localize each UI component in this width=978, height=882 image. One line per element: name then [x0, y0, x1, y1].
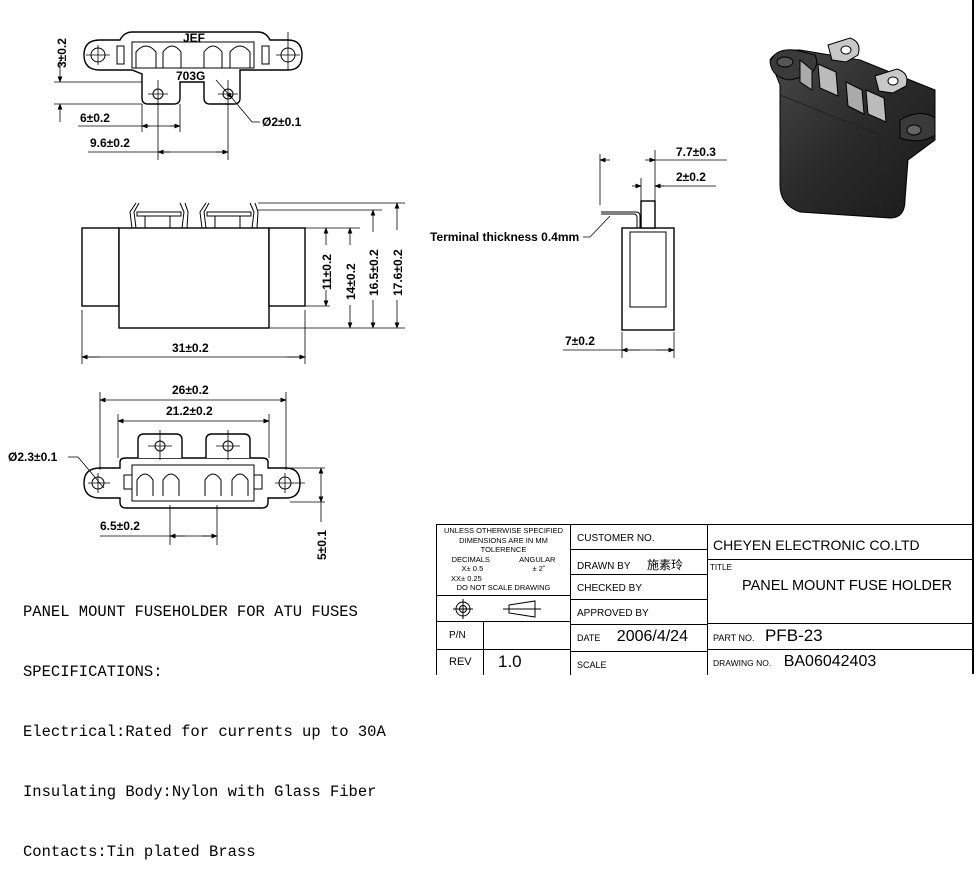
scale-label: SCALE — [571, 652, 708, 675]
side-body — [621, 227, 675, 331]
dim-bottom-21-2: 21.2±0.2 — [166, 404, 213, 418]
tolerance-line3: TOLERENCE — [480, 545, 527, 554]
specifications-text: PANEL MOUNT FUSEHOLDER FOR ATU FUSES SPE… — [23, 562, 386, 882]
date-value: 2006/4/24 — [616, 628, 688, 645]
terminal-thickness-note: Terminal thickness 0.4mm — [430, 230, 579, 244]
bottom-view: 26±0.2 21.2±0.2 Ø2.3±0.1 6.5±0.2 5±0.1 — [8, 383, 329, 560]
x-tolerance: X± 0.5 — [461, 564, 484, 573]
tolerance-line2: DIMENSIONS ARE IN MM — [459, 535, 548, 545]
dim-h11: 11±0.2 — [320, 254, 334, 290]
part-no-label: PART NO. — [713, 633, 755, 643]
spec-line-contacts: Contacts:Tin plated Brass — [23, 843, 256, 861]
dim-top-width: 6±0.2 — [80, 111, 110, 125]
bottom-view-outline — [83, 457, 301, 509]
dim-side-7: 7±0.2 — [565, 334, 595, 348]
dim-h17-6: 17.6±0.2 — [391, 249, 405, 296]
date-label: DATE — [577, 633, 601, 643]
drawn-by-value: 施素玲 — [646, 558, 683, 572]
part-no-row: PART NO. PFB-23 — [708, 624, 973, 650]
decimals-label: DECIMALS — [451, 554, 490, 564]
dim-top-height: 3±0.2 — [55, 38, 69, 68]
spec-line-title: PANEL MOUNT FUSEHOLDER FOR ATU FUSES — [23, 603, 358, 621]
drawing-frame-border — [972, 0, 974, 674]
dim-side-7-7: 7.7±0.3 — [676, 145, 716, 159]
date-row: DATE 2006/4/24 — [571, 625, 708, 652]
drawn-by-label: DRAWN BY — [577, 561, 631, 572]
rev-value: 1.0 — [484, 650, 571, 675]
drawn-by-row: DRAWN BY 施素玲 — [571, 550, 708, 575]
dim-bottom-hole: Ø2.3±0.1 — [8, 450, 58, 464]
isometric-render — [769, 37, 936, 219]
spec-line-heading: SPECIFICATIONS: — [23, 663, 163, 681]
title-block: UNLESS OTHERWISE SPECIFIED DIMENSIONS AR… — [436, 524, 973, 675]
tolerance-line1: UNLESS OTHERWISE SPECIFIED — [443, 526, 564, 535]
angular-tolerance: ± 2˚ — [532, 564, 546, 573]
dim-bottom-6-5: 6.5±0.2 — [100, 519, 140, 533]
drawing-no-row: DRAWING NO. BA06042403 — [708, 650, 973, 675]
xx-tolerance: XX± 0.25 — [451, 573, 482, 583]
top-view: JEF 703G 3±0.2 6±0.2 9.6±0.2 Ø2±0.1 — [54, 31, 303, 160]
pn-value — [484, 622, 571, 650]
customer-no-label: CUSTOMER NO. — [571, 525, 708, 550]
pn-label: P/N — [437, 622, 484, 650]
dim-top-hole: Ø2±0.1 — [262, 115, 302, 129]
side-view: 7.7±0.3 2±0.2 Terminal thickness 0.4mm 7… — [430, 145, 727, 358]
part-no-value: PFB-23 — [764, 626, 823, 645]
approved-by-label: APPROVED BY — [571, 600, 708, 625]
company-name: CHEYEN ELECTRONIC CO.LTD — [708, 525, 973, 560]
front-body — [118, 227, 270, 329]
marking-703g: 703G — [176, 69, 205, 83]
front-view: 11±0.2 14±0.2 16.5±0.2 17.6±0.2 31±0.2 — [81, 202, 405, 364]
spec-line-insulating: Insulating Body:Nylon with Glass Fiber — [23, 783, 377, 801]
no-scale-note: DO NOT SCALE DRAWING — [456, 583, 551, 592]
third-angle-projection-icon — [453, 599, 541, 619]
dim-bottom-26: 26±0.2 — [172, 383, 209, 397]
dim-h14: 14±0.2 — [344, 263, 358, 300]
tolerance-note: UNLESS OTHERWISE SPECIFIED DIMENSIONS AR… — [437, 525, 571, 596]
dim-top-pitch: 9.6±0.2 — [90, 136, 130, 150]
rev-label: REV — [437, 650, 484, 675]
checked-by-label: CHECKED BY — [571, 575, 708, 600]
title-label: TITLE — [710, 563, 732, 572]
drawing-no-value: BA06042403 — [783, 653, 877, 670]
marking-jef: JEF — [183, 31, 205, 45]
dim-length: 31±0.2 — [172, 341, 209, 355]
drawing-no-label: DRAWING NO. — [713, 658, 772, 668]
dim-side-2: 2±0.2 — [676, 170, 706, 184]
engineering-drawing: JEF 703G 3±0.2 6±0.2 9.6±0.2 Ø2±0.1 — [8, 31, 936, 560]
dim-h16-5: 16.5±0.2 — [367, 249, 381, 296]
fuse-slot — [131, 41, 255, 69]
angular-label: ANGULAR — [519, 554, 556, 564]
dim-bottom-5: 5±0.1 — [315, 530, 329, 560]
title-cell: TITLE PANEL MOUNT FUSE HOLDER — [708, 560, 973, 624]
spec-line-electrical: Electrical:Rated for currents up to 30A — [23, 723, 386, 741]
projection-symbol-cell — [437, 596, 571, 622]
title-value: PANEL MOUNT FUSE HOLDER — [742, 578, 953, 594]
